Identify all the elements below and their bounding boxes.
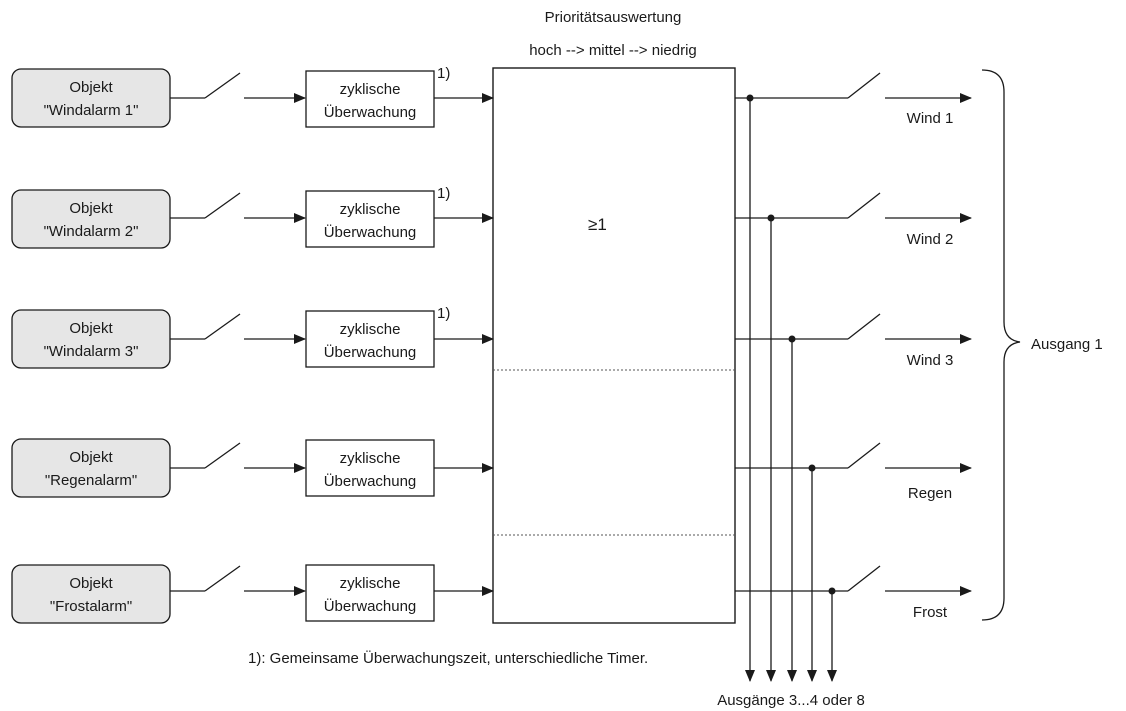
output-brace — [981, 69, 1021, 621]
output-switch-blade — [847, 565, 881, 592]
monitor-line2: Überwachung — [324, 223, 417, 241]
branch-lines — [745, 94, 837, 682]
row-windalarm-1: Objekt "Windalarm 1" zyklische Überwachu… — [11, 65, 972, 128]
or-gate-symbol: ≥1 — [588, 215, 607, 234]
monitor-line1: zyklische — [340, 81, 401, 98]
output-label: Wind 2 — [907, 231, 954, 248]
monitor-line1: zyklische — [340, 321, 401, 338]
bottom-outputs-label: Ausgänge 3...4 oder 8 — [717, 692, 865, 709]
monitor-line1: zyklische — [340, 450, 401, 467]
input-switch-blade — [204, 192, 241, 219]
object-label: Objekt — [69, 79, 113, 96]
junction-dot — [788, 335, 796, 343]
monitor-box — [305, 190, 435, 248]
input-switch-blade — [204, 442, 241, 469]
object-box — [11, 564, 171, 624]
object-name: "Windalarm 1" — [44, 102, 139, 119]
object-label: Objekt — [69, 200, 113, 217]
junction-dot — [746, 94, 754, 102]
output-label: Regen — [908, 485, 952, 502]
priority-block — [492, 67, 736, 624]
output-switch-blade — [847, 192, 881, 219]
output-switch-blade — [847, 313, 881, 340]
diagram-title: Prioritätsauswertung — [545, 9, 682, 26]
monitor-box — [305, 310, 435, 368]
input-switch-blade — [204, 565, 241, 592]
object-label: Objekt — [69, 575, 113, 592]
footnote-mark: 1) — [437, 305, 450, 322]
row-windalarm-2: Objekt "Windalarm 2" zyklische Überwachu… — [11, 185, 972, 249]
monitor-line2: Überwachung — [324, 343, 417, 361]
object-label: Objekt — [69, 320, 113, 337]
monitor-line2: Überwachung — [324, 597, 417, 615]
input-switch-blade — [204, 313, 241, 340]
monitor-line2: Überwachung — [324, 103, 417, 121]
output-switch-blade — [847, 442, 881, 469]
junction-dot — [767, 214, 775, 222]
junction-dot — [828, 587, 836, 595]
object-box — [11, 189, 171, 249]
monitor-line1: zyklische — [340, 575, 401, 592]
monitor-line2: Überwachung — [324, 472, 417, 490]
junction-dot — [808, 464, 816, 472]
output-label: Wind 1 — [907, 110, 954, 127]
output-label: Frost — [913, 604, 948, 621]
object-label: Objekt — [69, 449, 113, 466]
row-frostalarm: Objekt "Frostalarm" zyklische Überwachun… — [11, 564, 972, 624]
footnote-mark: 1) — [437, 185, 450, 202]
monitor-box — [305, 564, 435, 622]
monitor-box — [305, 70, 435, 128]
output-switch-blade — [847, 72, 881, 99]
output-label: Wind 3 — [907, 352, 954, 369]
object-name: "Windalarm 2" — [44, 223, 139, 240]
monitor-line1: zyklische — [340, 201, 401, 218]
object-name: "Frostalarm" — [50, 598, 132, 615]
input-switch-blade — [204, 72, 241, 99]
object-name: "Windalarm 3" — [44, 343, 139, 360]
footnote-text: 1): Gemeinsame Überwachungszeit, untersc… — [248, 649, 648, 667]
footnote-mark: 1) — [437, 65, 450, 82]
output-group-label: Ausgang 1 — [1031, 336, 1103, 353]
object-name: "Regenalarm" — [45, 472, 137, 489]
diagram-subtitle: hoch --> mittel --> niedrig — [529, 42, 697, 59]
row-windalarm-3: Objekt "Windalarm 3" zyklische Überwachu… — [11, 305, 972, 369]
row-regenalarm: Objekt "Regenalarm" zyklische Überwachun… — [11, 438, 972, 502]
